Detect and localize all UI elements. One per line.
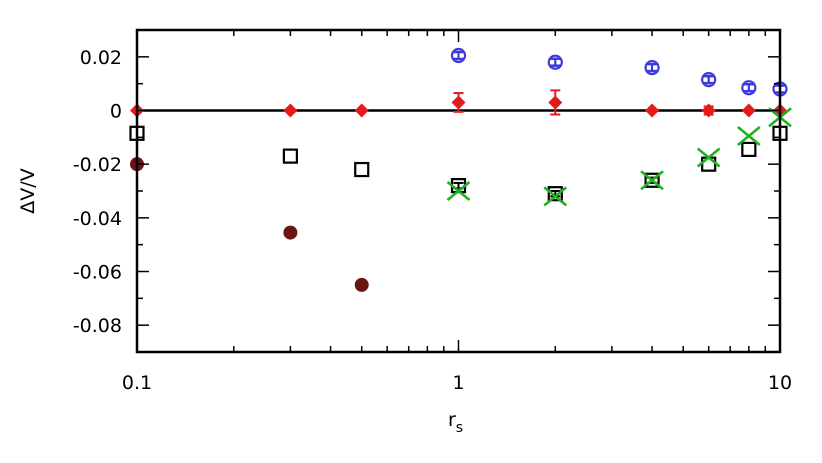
- data-point: [283, 103, 298, 118]
- data-point: [737, 125, 761, 146]
- x-tick-label: 0.1: [122, 372, 152, 394]
- plot-marks: [129, 47, 792, 292]
- series-circle-open-bar: [450, 47, 788, 97]
- y-axis-label: ΔV/V: [17, 168, 39, 213]
- data-point: [543, 186, 568, 207]
- series-circle-filled: [130, 157, 369, 292]
- data-point: [547, 54, 563, 70]
- data-point: [696, 147, 721, 168]
- y-tick-label: -0.08: [73, 315, 122, 337]
- data-point: [283, 225, 298, 240]
- data-point: [548, 95, 563, 110]
- data-point: [450, 47, 467, 64]
- data-point: [547, 186, 563, 202]
- y-tick-label: -0.04: [73, 208, 122, 230]
- series-diamond: [130, 89, 787, 118]
- x-axis-label-subscript: s: [456, 420, 463, 436]
- data-point: [354, 277, 369, 292]
- series-square-open: [129, 125, 788, 202]
- data-point: [282, 148, 298, 164]
- data-point: [645, 103, 660, 118]
- data-point: [741, 103, 756, 118]
- data-point: [741, 80, 757, 96]
- data-point: [644, 172, 660, 188]
- y-tick-label: -0.02: [73, 154, 122, 176]
- data-point: [701, 103, 716, 118]
- series-x: [446, 107, 792, 207]
- x-tick-label: 10: [768, 372, 792, 394]
- x-tick-label: 1: [452, 372, 464, 394]
- data-point: [741, 141, 757, 158]
- y-tick-label: 0: [110, 101, 122, 123]
- data-point: [640, 170, 664, 191]
- x-axis-label-main: r: [448, 409, 456, 431]
- data-point: [446, 180, 471, 202]
- data-point: [354, 161, 370, 178]
- data-point: [701, 72, 717, 88]
- y-tick-label: 0.02: [80, 47, 122, 69]
- axis-ticks: 0.1 1 10 0.02 0 -0.02 -0.04 -0.06 -0.08: [73, 30, 792, 394]
- data-point: [644, 59, 660, 76]
- data-point: [451, 95, 466, 110]
- y-tick-label: -0.06: [73, 262, 122, 284]
- x-axis-label: rs: [448, 409, 463, 436]
- data-point: [354, 103, 369, 118]
